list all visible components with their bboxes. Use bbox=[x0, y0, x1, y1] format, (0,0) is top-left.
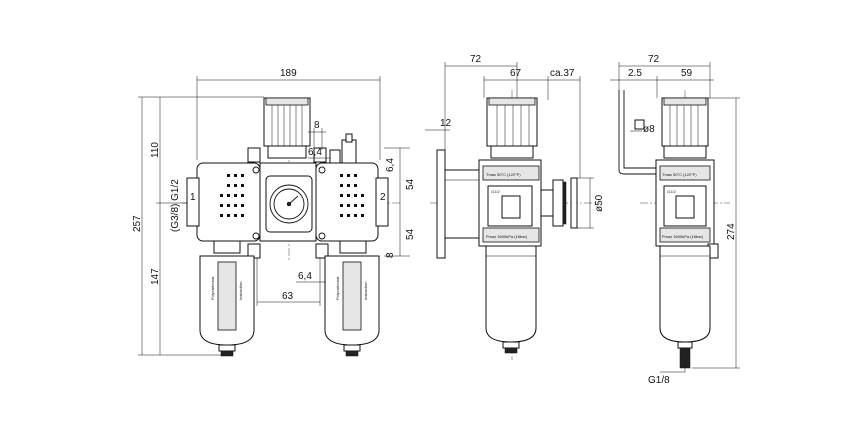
dim-upper-height: 110 bbox=[150, 142, 161, 158]
pressure-gauge-icon bbox=[265, 175, 313, 233]
side-dim-72: 72 bbox=[470, 54, 482, 65]
bowl-material-label-right: Polycarbonat bbox=[335, 276, 340, 300]
right-view: Tmax 50°C (122°F) G1/2 Pmax 1600kPa (16b… bbox=[610, 54, 740, 386]
right-dim-72: 72 bbox=[648, 54, 660, 65]
bowl-instruction-label-right: Instruction bbox=[363, 282, 368, 300]
port-outlet-label: 2 bbox=[380, 192, 386, 203]
front-view: Polycarbonat Instruction Polycarbonat In… bbox=[132, 68, 416, 357]
side-view: Tmax 50°C (122°F) G1/2 Pmax 1600kPa (16b… bbox=[425, 54, 605, 360]
port-thread-label: (G3/8) G1/2 bbox=[170, 179, 181, 232]
dim-lower-54: 54 bbox=[405, 228, 416, 240]
bowl-instruction-label-left: Instruction bbox=[238, 282, 243, 300]
vent-pattern-left bbox=[220, 174, 244, 217]
vent-pattern-right bbox=[340, 174, 364, 217]
right-g12-label: G1/2 bbox=[667, 189, 676, 194]
side-tmax-label: Tmax 50°C (122°F) bbox=[486, 172, 521, 177]
dim-63: 63 bbox=[282, 291, 294, 302]
bowl-material-label-left: Polycarbonat bbox=[210, 276, 215, 300]
dim-total-height: 257 bbox=[132, 215, 143, 232]
right-pmax-label: Pmax 1600kPa (16bar) bbox=[662, 234, 704, 239]
right-tmax-label: Tmax 50°C (122°F) bbox=[662, 172, 697, 177]
right-dim-59: 59 bbox=[681, 68, 693, 79]
right-dim-274: 274 bbox=[726, 223, 737, 240]
port-inlet-label: 1 bbox=[190, 192, 196, 203]
dim-lower-height: 147 bbox=[150, 268, 161, 285]
side-dim-ca37: ca.37 bbox=[550, 68, 575, 79]
side-g12-label: G1/2 bbox=[491, 189, 500, 194]
dim-8-right: 8 bbox=[385, 252, 396, 258]
right-dim-2-5: 2.5 bbox=[628, 68, 642, 79]
drain-thread-label: G1/8 bbox=[648, 375, 670, 386]
dim-6-4-top: 6,4 bbox=[308, 147, 322, 158]
side-dim-12: 12 bbox=[440, 118, 452, 129]
side-dim-gauge: ø50 bbox=[594, 194, 605, 212]
dim-6-4-bottom: 6,4 bbox=[298, 271, 312, 282]
dim-fitting-top: 8 bbox=[314, 120, 320, 131]
side-dim-67: 67 bbox=[510, 68, 522, 79]
dim-width: 189 bbox=[280, 68, 297, 79]
dim-upper-54: 54 bbox=[405, 178, 416, 190]
side-pmax-label: Pmax 1600kPa (16bar) bbox=[486, 234, 528, 239]
dim-6-4-right: 6,4 bbox=[385, 158, 396, 172]
right-dim-hole: ø8 bbox=[643, 124, 655, 135]
